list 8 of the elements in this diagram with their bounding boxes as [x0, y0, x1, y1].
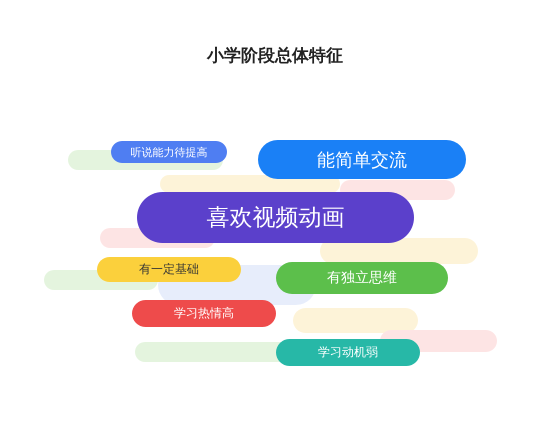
tag-pill: 有独立思维	[276, 262, 448, 294]
title: 小学阶段总体特征	[206, 45, 344, 67]
tag-pill: 有一定基础	[97, 257, 241, 282]
tag-pill: 能简单交流	[258, 140, 466, 179]
tag-pill: 听说能力待提高	[111, 141, 227, 163]
tag-pill: 喜欢视频动画	[137, 192, 414, 243]
tag-pill: 学习动机弱	[276, 339, 420, 366]
tag-pill: 学习热情高	[132, 300, 276, 327]
